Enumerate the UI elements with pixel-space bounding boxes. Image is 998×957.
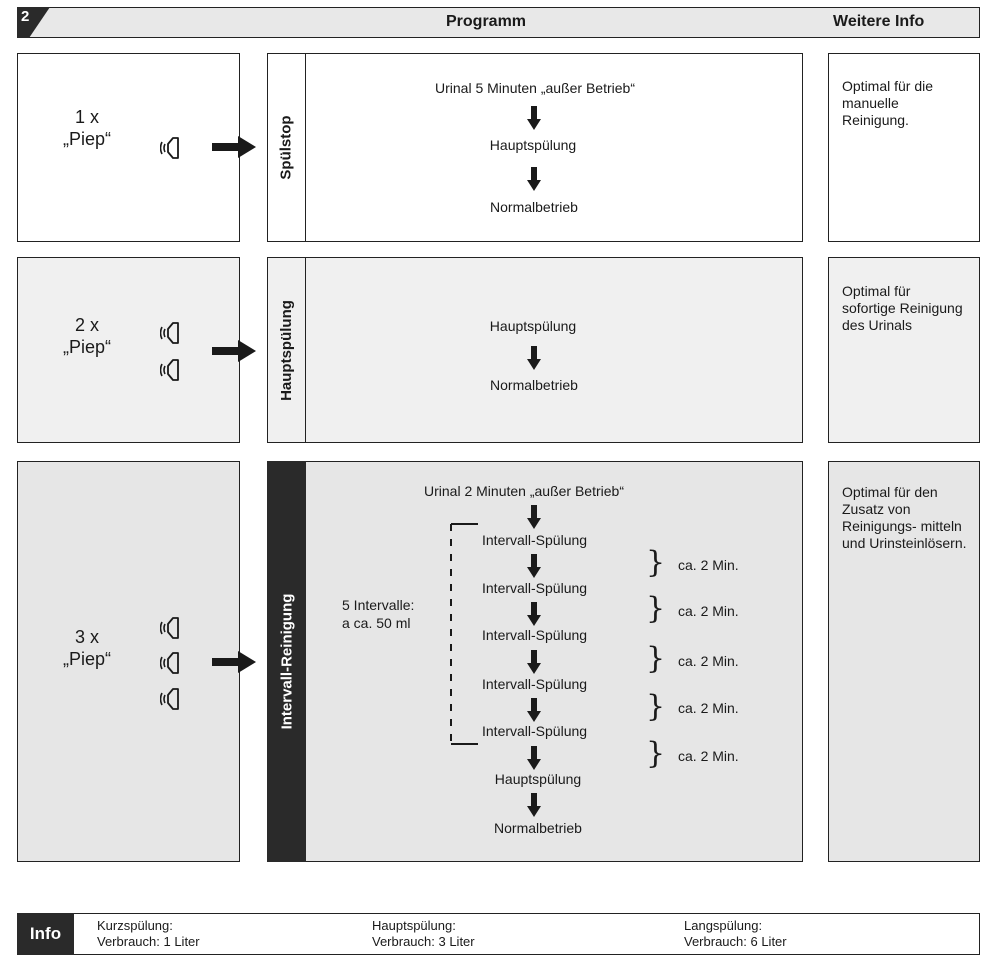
row1-signal-box (17, 53, 240, 242)
footer-item-lang: Langspülung:Verbrauch: 6 Liter (684, 918, 787, 949)
row3-step-main: Hauptspülung (494, 771, 582, 787)
row2-program-label: Hauptspülung (267, 257, 306, 443)
section-number-badge (17, 7, 50, 38)
brace-3: } (646, 641, 666, 676)
arrow-down-icon (527, 346, 541, 370)
arrow-down-icon (527, 746, 541, 770)
duration-3: ca. 2 Min. (678, 653, 739, 669)
arrow-right-icon (212, 340, 256, 362)
brace-2: } (646, 591, 666, 626)
arrow-down-icon (527, 650, 541, 674)
header-bar (17, 7, 980, 38)
arrow-down-icon (527, 793, 541, 817)
speaker-icon (160, 648, 184, 678)
row3-step-top: Urinal 2 Minuten „außer Betrieb“ (424, 483, 624, 499)
arrow-right-icon (212, 651, 256, 673)
row2-info-text: Optimal für sofortige Reinigung des Urin… (842, 283, 963, 333)
arrow-down-icon (527, 602, 541, 626)
brace-1: } (646, 545, 666, 580)
speaker-icon (160, 355, 184, 385)
row1-step-1: Urinal 5 Minuten „außer Betrieb“ (435, 80, 635, 96)
row1-step-3: Normalbetrieb (490, 199, 578, 215)
interval-step-5: Intervall-Spülung (482, 723, 588, 739)
duration-5: ca. 2 Min. (678, 748, 739, 764)
arrow-down-icon (527, 167, 541, 191)
arrow-right-icon (212, 136, 256, 158)
arrow-down-icon (527, 698, 541, 722)
duration-4: ca. 2 Min. (678, 700, 739, 716)
speaker-icon (160, 684, 184, 714)
section-number: 2 (21, 8, 30, 25)
info-footer-label: Info (17, 913, 74, 955)
row3-info-box (828, 461, 980, 862)
row3-signal-text: 3 x„Piep“ (62, 627, 111, 669)
row2-signal-box (17, 257, 240, 443)
row3-signal-box (17, 461, 240, 862)
row3-info-text: Optimal für den Zusatz von Reinigungs- m… (842, 484, 967, 551)
row1-step-2: Hauptspülung (489, 137, 577, 153)
arrow-down-icon (527, 106, 541, 130)
arrow-down-icon (527, 505, 541, 529)
row2-step-1: Hauptspülung (489, 318, 577, 334)
interval-step-1: Intervall-Spülung (482, 532, 588, 548)
row1-info-text: Optimal für die manuelle Reinigung. (842, 78, 934, 128)
row2-info-box (828, 257, 980, 443)
arrow-down-icon (527, 554, 541, 578)
interval-step-2: Intervall-Spülung (482, 580, 588, 596)
row1-signal-text: 1 x„Piep“ (62, 107, 111, 149)
interval-step-3: Intervall-Spülung (482, 627, 588, 643)
speaker-icon (160, 318, 184, 348)
row2-step-2: Normalbetrieb (490, 377, 578, 393)
header-info-title: Weitere Info (833, 13, 925, 30)
brace-5: } (646, 736, 666, 771)
interval-bracket (450, 523, 478, 745)
speaker-icon (160, 613, 184, 643)
row1-info-box (828, 53, 980, 242)
speaker-icon (160, 133, 184, 163)
footer-item-kurz: Kurzspülung:Verbrauch: 1 Liter (97, 918, 200, 949)
duration-2: ca. 2 Min. (678, 603, 739, 619)
header-program-title: Programm (446, 13, 527, 30)
footer-item-haupt: Hauptspülung:Verbrauch: 3 Liter (372, 918, 475, 949)
interval-count-label: 5 Intervalle: (342, 597, 415, 613)
brace-4: } (646, 689, 666, 724)
interval-step-4: Intervall-Spülung (482, 676, 588, 692)
interval-volume-label: a ca. 50 ml (342, 615, 411, 631)
duration-1: ca. 2 Min. (678, 557, 739, 573)
row3-step-normal: Normalbetrieb (494, 820, 582, 836)
row3-program-label: Intervall-Reinigung (267, 461, 306, 862)
row2-signal-text: 2 x„Piep“ (62, 315, 111, 357)
row1-program-box (267, 53, 803, 242)
row1-program-label: Spülstop (267, 53, 306, 242)
